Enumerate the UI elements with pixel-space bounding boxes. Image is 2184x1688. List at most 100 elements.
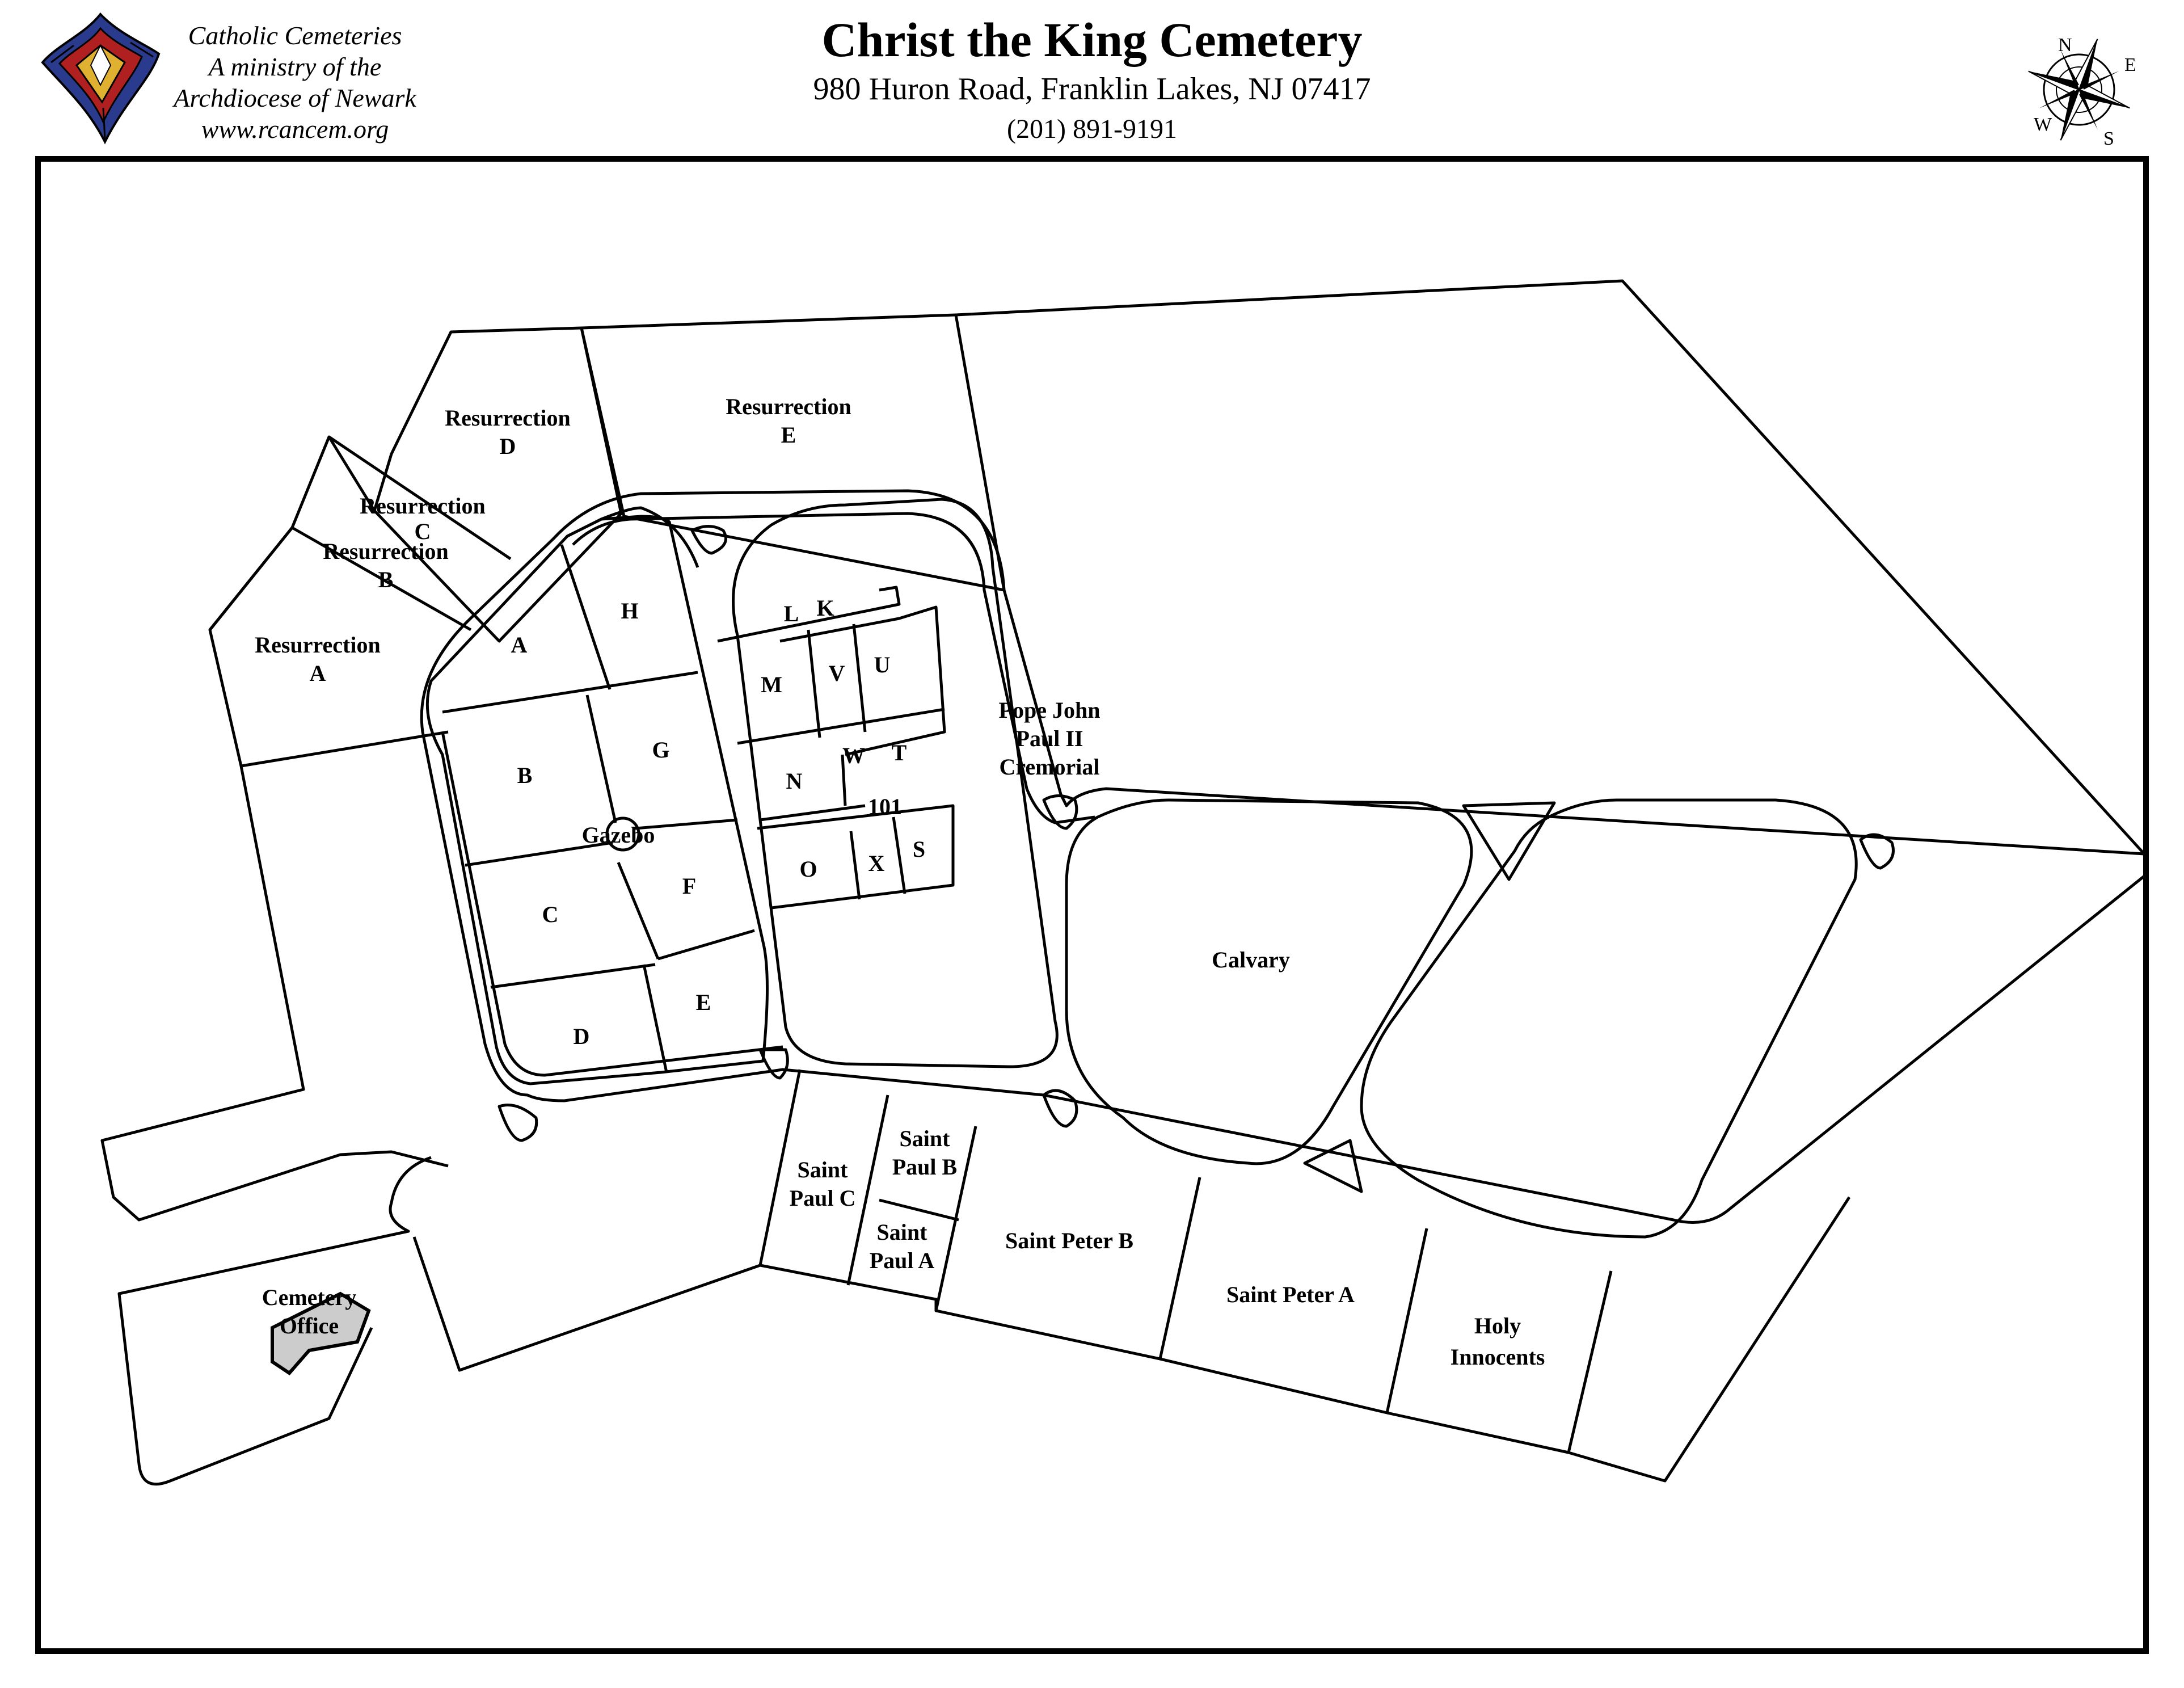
label-saint-paul-b-1: Saint [900, 1126, 951, 1151]
label-section-b: B [517, 763, 533, 788]
organization-block: Catholic Cemeteries A ministry of the Ar… [136, 20, 454, 145]
label-section-a: A [511, 632, 528, 658]
south-boundary [412, 1196, 1851, 1483]
label-section-e: E [696, 990, 711, 1015]
line-d-e [642, 964, 668, 1073]
label-section-g: G [652, 737, 669, 763]
label-section-h: H [621, 598, 638, 624]
line-n-w [841, 754, 847, 806]
line-b-c [465, 841, 613, 867]
line-l-k [717, 586, 901, 643]
section-o-x-s-outline [757, 804, 955, 910]
line-paul-c-west [758, 1069, 802, 1266]
section-resurrection-e[interactable] [580, 313, 1006, 592]
cemetery-office-building[interactable] [271, 1291, 371, 1375]
line-c-d [490, 963, 656, 989]
label-resurrection-c-2: C [415, 519, 431, 544]
org-website-link[interactable]: www.rcancem.org [201, 115, 389, 144]
line-paul-c-a [846, 1095, 889, 1286]
line-o-x [849, 831, 861, 900]
label-section-d: D [574, 1024, 590, 1049]
page-title: Christ the King Cemetery [821, 12, 1363, 67]
north-east-boundary [955, 279, 2145, 855]
label-section-w: W [842, 743, 865, 768]
road-island-2 [758, 1048, 789, 1080]
label-resurrection-d-1: Resurrection [445, 405, 570, 431]
line-a-b [442, 671, 698, 714]
label-holy-innocents-1: Holy [1474, 1313, 1521, 1338]
org-line-2: A ministry of the [208, 52, 382, 81]
line-petera-holy [1385, 1228, 1428, 1413]
label-calvary: Calvary [1212, 947, 1290, 973]
road-north-edge [552, 489, 2145, 856]
label-section-c: C [542, 902, 559, 927]
compass-s-label: S [2103, 128, 2114, 149]
label-pope-2: Paul II [1016, 726, 1083, 751]
cemetery-phone: (201) 891-9191 [1007, 114, 1177, 144]
label-section-l: L [784, 601, 799, 626]
block-a-to-h[interactable] [425, 515, 769, 1085]
label-saint-paul-a-1: Saint [877, 1219, 928, 1245]
label-resurrection-b-2: B [378, 567, 394, 592]
line-101 [760, 804, 866, 822]
road-island-3 [497, 1104, 538, 1142]
line-f-e [657, 929, 755, 961]
label-resurrection-e-1: Resurrection [726, 394, 851, 419]
line-h-a [560, 544, 612, 690]
label-section-n: N [786, 768, 803, 794]
label-section-s: S [913, 836, 925, 862]
road-island-8 [1859, 833, 1895, 870]
section-resurrection-ab-outline[interactable] [208, 435, 449, 768]
boundary-res-c-d [328, 435, 512, 561]
gazebo-icon[interactable] [605, 816, 640, 852]
compass-rose-icon: N E S W [2028, 35, 2136, 149]
label-resurrection-b-1: Resurrection [323, 538, 448, 564]
road-island-5 [1042, 1089, 1078, 1128]
section-east-unnamed[interactable] [1360, 798, 1858, 1239]
label-resurrection-e-2: E [781, 422, 796, 448]
block-a-h-top [566, 506, 699, 568]
compass-w-label: W [2034, 114, 2052, 135]
compass-e-label: E [2124, 54, 2136, 75]
line-x-s [892, 816, 907, 894]
block-k-to-x[interactable] [732, 498, 1059, 1068]
road-island-4 [1042, 794, 1078, 830]
line-paul-b-a [879, 1198, 959, 1222]
org-line-3: Archdiocese of Newark [174, 83, 416, 112]
label-saint-paul-b-2: Paul B [892, 1154, 957, 1180]
label-section-f: F [682, 873, 696, 899]
compass-n-label: N [2058, 35, 2072, 56]
org-line-1: Catholic Cemeteries [188, 21, 402, 50]
cemetery-address: 980 Huron Road, Franklin Lakes, NJ 07417 [813, 71, 1371, 107]
road-island-7 [1303, 1139, 1363, 1193]
line-g-f [635, 818, 738, 830]
label-section-t: T [892, 740, 907, 765]
section-calvary[interactable] [1065, 798, 1473, 1165]
label-resurrection-d-2: D [500, 433, 516, 459]
label-cemetery-office-2: Office [280, 1313, 339, 1338]
label-holy-innocents-2: Innocents [1451, 1344, 1545, 1370]
road-south-edge [420, 538, 2148, 1224]
line-b-g [585, 694, 617, 823]
label-section-u: U [874, 652, 891, 677]
label-resurrection-a-1: Resurrection [255, 632, 380, 658]
office-road [117, 1156, 432, 1486]
map-frame [35, 156, 2149, 1654]
label-section-v: V [829, 660, 845, 686]
line-holy-east [1567, 1270, 1613, 1453]
line-m-n [737, 708, 945, 745]
road-island-6 [1462, 801, 1556, 881]
catholic-cemeteries-logo [41, 12, 161, 145]
label-saint-paul-c-1: Saint [798, 1157, 849, 1182]
label-gazebo: Gazebo [582, 822, 655, 848]
label-section-o: O [799, 856, 817, 882]
label-saint-paul-c-2: Paul C [790, 1185, 856, 1211]
road-inner-north [572, 512, 1095, 824]
line-v-u [852, 624, 867, 733]
boundary-res-b-c [291, 526, 472, 632]
west-boundary [100, 765, 449, 1222]
road-inner-south [441, 731, 783, 1077]
label-resurrection-a-2: A [310, 660, 326, 686]
line-m-v [807, 629, 821, 738]
label-section-k: K [816, 595, 834, 621]
